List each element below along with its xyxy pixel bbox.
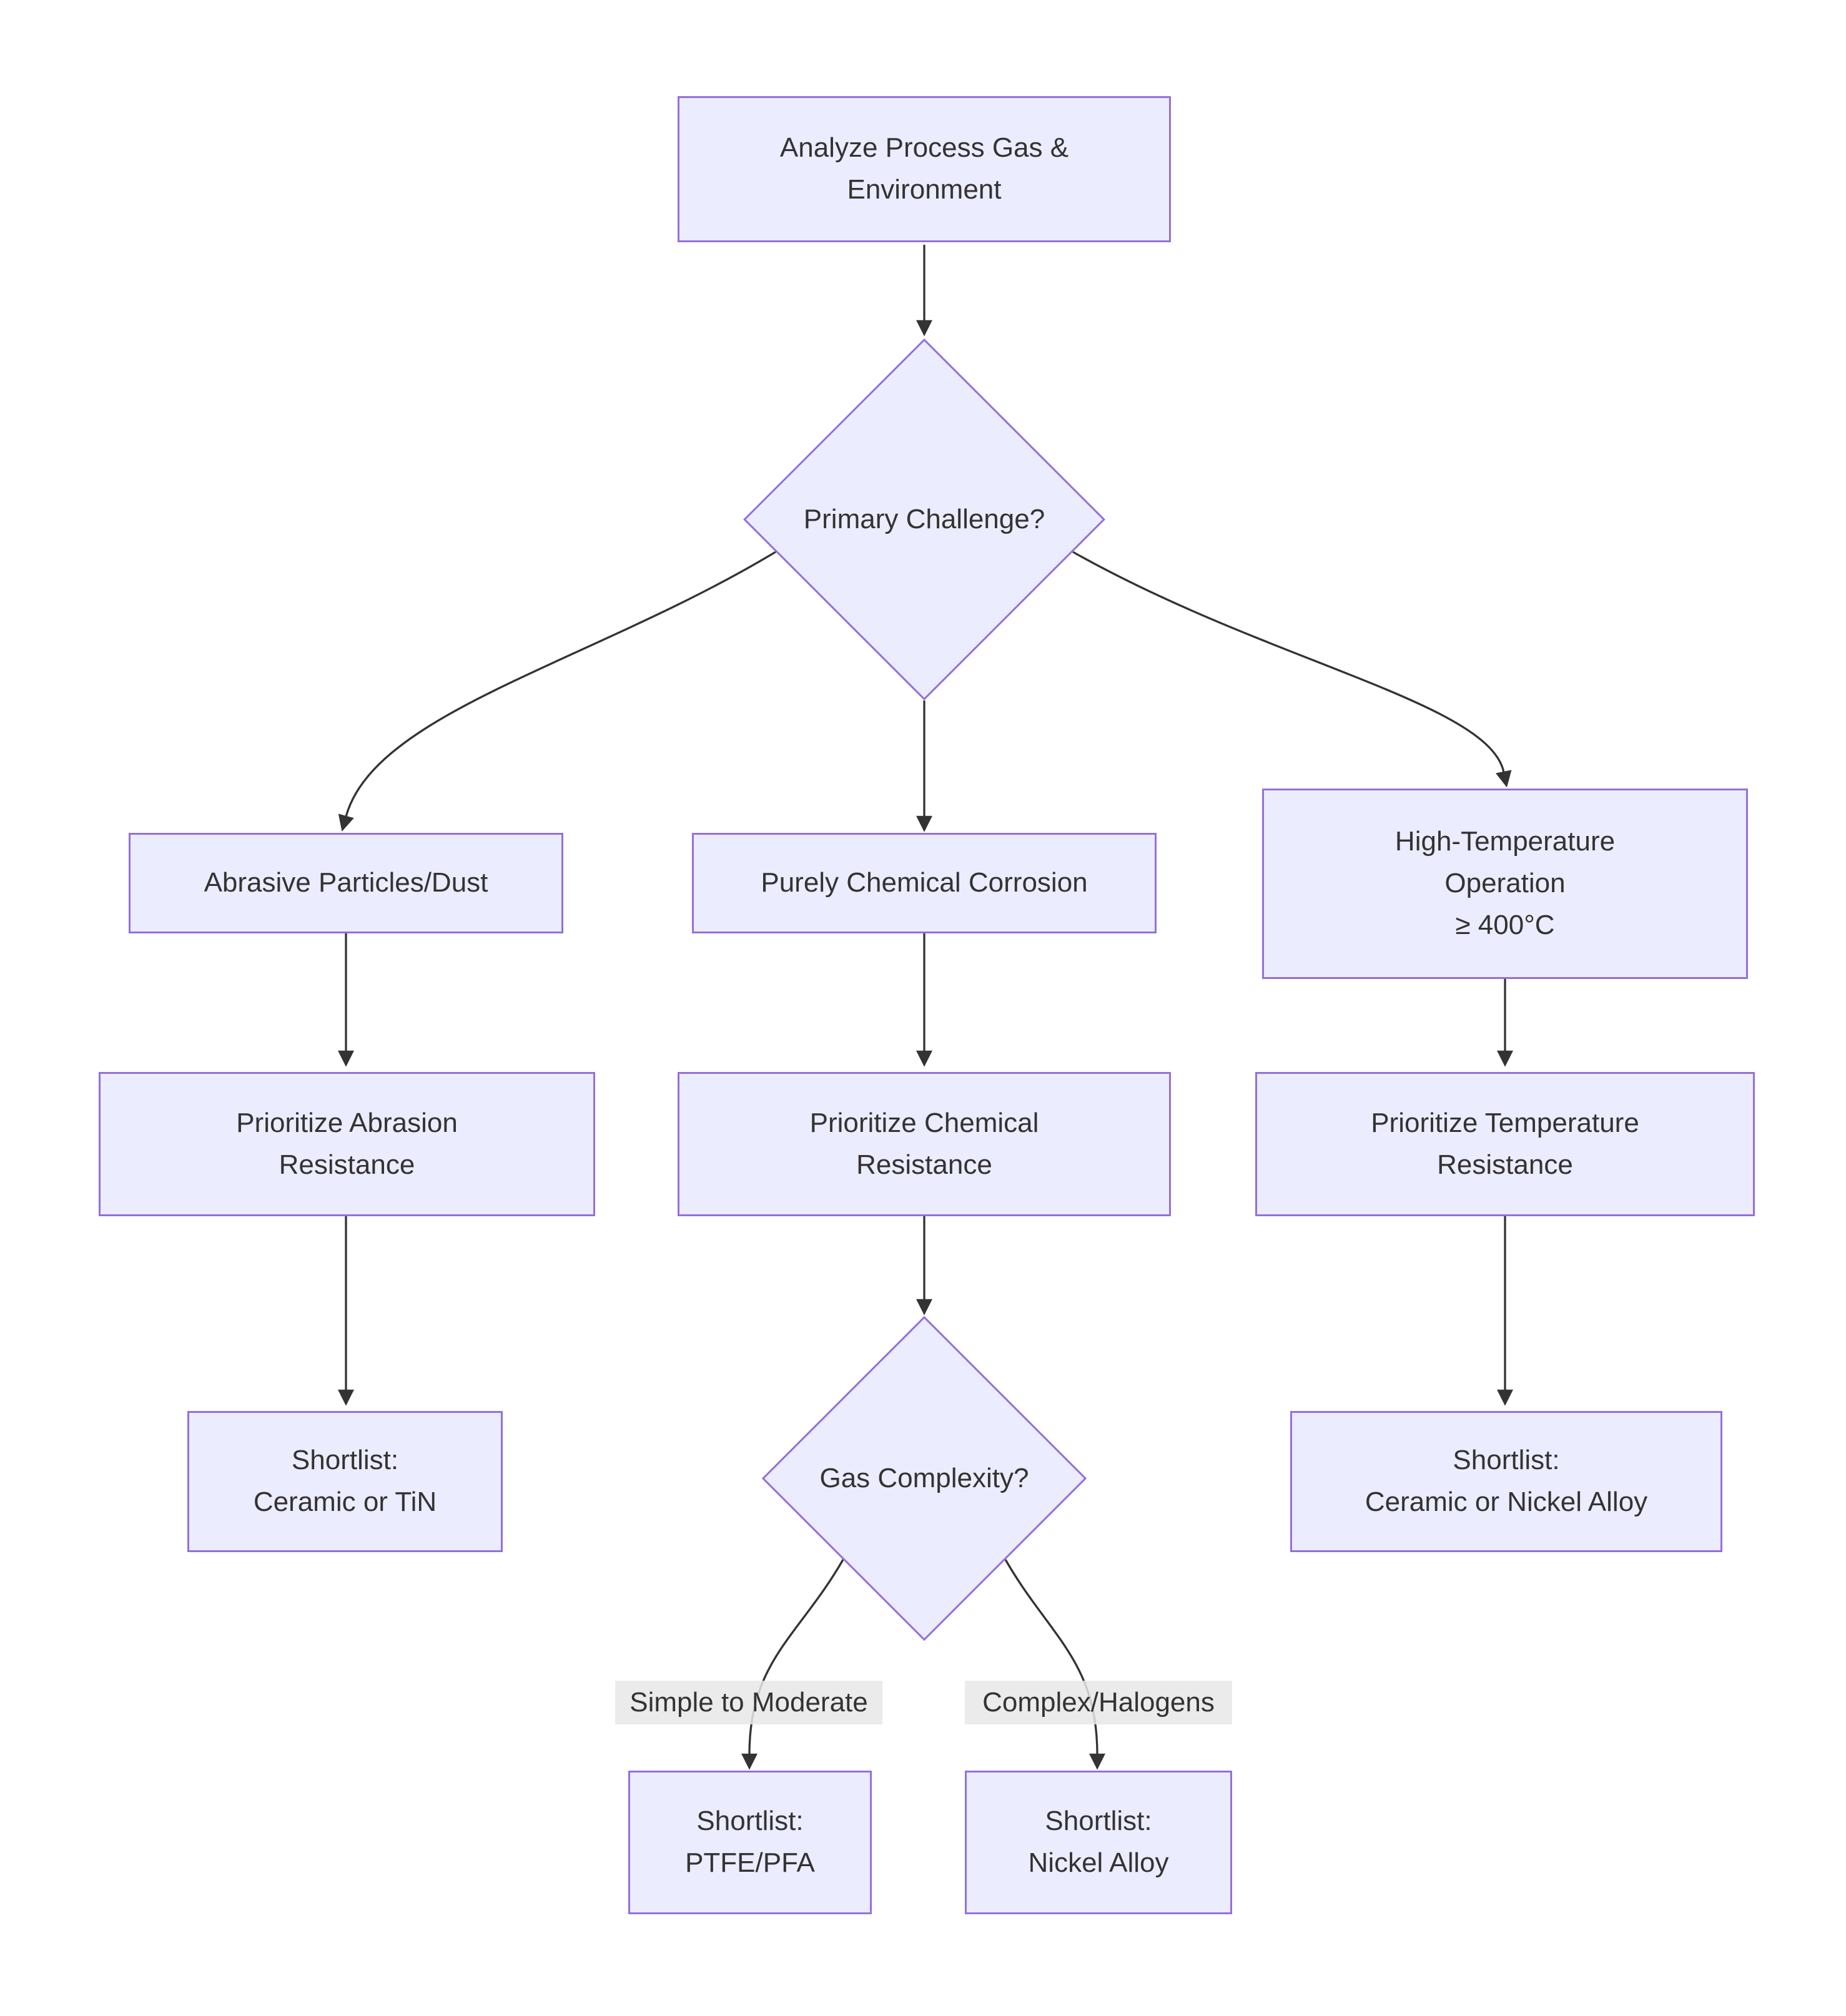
node-prioritize-temperature-resistance: Prioritize Temperature Resistance (1255, 1072, 1755, 1216)
node-prioritize-chemical-resistance: Prioritize Chemical Resistance (678, 1072, 1171, 1216)
edge-label-simple-to-moderate: Simple to Moderate (615, 1681, 882, 1724)
node-shortlist-nickel-alloy: Shortlist: Nickel Alloy (965, 1771, 1232, 1914)
node-prioritize-abrasion-resistance: Prioritize Abrasion Resistance (99, 1072, 595, 1216)
node-prioritize-temperature-resistance-label: Prioritize Temperature Resistance (1371, 1107, 1639, 1180)
edge-label-complex-halogens-text: Complex/Halogens (982, 1687, 1215, 1718)
node-shortlist-ceramic-or-tin: Shortlist: Ceramic or TiN (187, 1411, 503, 1552)
edge-label-simple-to-moderate-text: Simple to Moderate (629, 1687, 868, 1718)
node-high-temperature-operation-label: High-Temperature Operation ≥ 400°C (1394, 826, 1616, 940)
decision-gas-complexity-label: Gas Complexity? (819, 1462, 1029, 1493)
decision-primary-challenge-label-box: Primary Challenge? (706, 499, 1143, 540)
node-abrasive-particles: Abrasive Particles/Dust (129, 833, 563, 933)
node-prioritize-chemical-resistance-label: Prioritize Chemical Resistance (809, 1107, 1039, 1180)
edge-gas-complexity-to-shortlist-ptfe (741, 1559, 844, 1770)
node-analyze-process-gas-label: Analyze Process Gas & Environment (779, 132, 1069, 205)
node-abrasive-particles-label: Abrasive Particles/Dust (204, 867, 488, 898)
node-purely-chemical-corrosion-label: Purely Chemical Corrosion (761, 867, 1088, 898)
node-shortlist-nickel-alloy-label: Shortlist: Nickel Alloy (1028, 1806, 1169, 1878)
edge-primary-challenge-to-high-temperature (1072, 551, 1512, 788)
node-analyze-process-gas: Analyze Process Gas & Environment (678, 96, 1171, 242)
node-shortlist-ceramic-or-nickel-alloy: Shortlist: Ceramic or Nickel Alloy (1290, 1411, 1722, 1552)
node-prioritize-abrasion-resistance-label: Prioritize Abrasion Resistance (236, 1107, 458, 1180)
node-high-temperature-operation: High-Temperature Operation ≥ 400°C (1262, 789, 1748, 979)
node-shortlist-ptfe-pfa-label: Shortlist: PTFE/PFA (685, 1806, 815, 1878)
edge-label-complex-halogens: Complex/Halogens (965, 1681, 1232, 1724)
node-shortlist-ceramic-or-tin-label: Shortlist: Ceramic or TiN (253, 1445, 437, 1517)
edge-primary-challenge-to-abrasive (338, 551, 776, 832)
node-shortlist-ptfe-pfa: Shortlist: PTFE/PFA (628, 1771, 872, 1914)
decision-primary-challenge-label: Primary Challenge? (803, 503, 1045, 534)
node-shortlist-ceramic-or-nickel-alloy-label: Shortlist: Ceramic or Nickel Alloy (1365, 1445, 1648, 1517)
node-purely-chemical-corrosion: Purely Chemical Corrosion (692, 833, 1157, 933)
edge-gas-complexity-to-shortlist-nickel (1004, 1559, 1105, 1770)
decision-gas-complexity-label-box: Gas Complexity? (706, 1458, 1143, 1499)
